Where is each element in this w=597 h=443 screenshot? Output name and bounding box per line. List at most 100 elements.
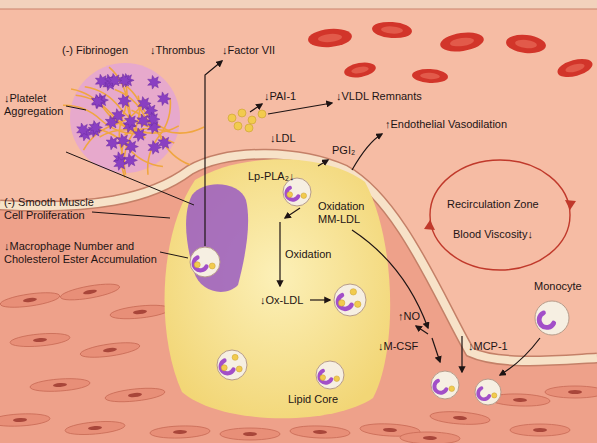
- red-blood-cell-center: [420, 72, 440, 79]
- lipid-droplet: [194, 262, 200, 268]
- cell-nucleus: [243, 432, 257, 436]
- ldl-particle: [248, 116, 256, 124]
- red-blood-cell-center: [351, 65, 369, 74]
- smooth-muscle-cell: [510, 424, 570, 436]
- annotation-label: ↓LDL: [270, 132, 296, 145]
- red-blood-cell: [439, 30, 485, 54]
- fibrin-strand: [129, 107, 193, 167]
- lipid-droplet: [492, 393, 497, 398]
- leader-line: [92, 212, 170, 218]
- lipid-droplet: [449, 386, 455, 392]
- cell-nucleus: [173, 430, 187, 434]
- red-blood-cell: [371, 21, 412, 40]
- cell-nucleus: [568, 390, 582, 394]
- platelet: [106, 136, 119, 150]
- cell-nucleus: [194, 258, 207, 271]
- red-blood-cell-center: [565, 62, 586, 74]
- annotation-label: ↓PAI-1: [264, 90, 296, 103]
- arrow: [285, 208, 300, 218]
- red-blood-cell: [307, 27, 352, 49]
- lipid-droplet: [287, 192, 293, 198]
- arrow: [268, 103, 332, 114]
- smooth-muscle-cell: [110, 303, 171, 321]
- annotation-label: ↓VLDL Remnants: [336, 90, 422, 103]
- platelet: [147, 112, 160, 126]
- platelet: [125, 115, 138, 129]
- node-label: Lipid Core: [288, 393, 338, 406]
- platelet: [125, 140, 138, 154]
- platelet: [118, 94, 131, 108]
- platelet: [133, 128, 146, 142]
- cell-nucleus: [13, 418, 27, 423]
- lipid-droplet: [320, 375, 326, 381]
- cell-nucleus: [103, 347, 117, 353]
- platelet: [158, 92, 171, 106]
- platelet: [77, 123, 90, 137]
- platelet: [148, 141, 161, 155]
- red-blood-cell: [343, 60, 377, 79]
- smooth-muscle-cell: [220, 428, 280, 440]
- cell-nucleus: [513, 398, 527, 402]
- arrow: [279, 222, 280, 286]
- cell-nucleus: [221, 361, 234, 374]
- lipid-droplet: [236, 366, 242, 372]
- arrow: [318, 160, 328, 166]
- macrophage: [475, 379, 501, 405]
- ldl-particle: [234, 122, 242, 130]
- lipid-droplet: [301, 193, 307, 199]
- cell-nucleus: [88, 425, 102, 430]
- leader-line: [160, 252, 188, 258]
- smooth-muscle-cell: [10, 331, 71, 348]
- red-blood-cell-center: [449, 36, 474, 47]
- arrow: [310, 299, 330, 300]
- annotation-label: ↓Thrombus: [150, 44, 205, 57]
- platelet: [95, 74, 108, 88]
- top-wall-edge: [0, 9, 597, 10]
- arrow: [250, 104, 262, 112]
- annotation-label: (-) Smooth Muscle Cell Proliferation: [4, 196, 96, 222]
- annotation-label: Lp-PLA₂↓: [248, 170, 294, 183]
- macrophage: [334, 284, 366, 316]
- lipid-droplet: [232, 354, 238, 360]
- lipid-droplet: [339, 300, 345, 306]
- macrophage: [431, 371, 459, 399]
- recirculation-zone: [430, 160, 570, 270]
- recirculation-arrow: [424, 220, 435, 230]
- thrombus: [62, 63, 205, 178]
- cell-nucleus: [478, 388, 489, 399]
- smooth-muscle-cell: [150, 425, 210, 439]
- platelet: [148, 75, 161, 89]
- annotation-label: Oxidation: [285, 248, 331, 261]
- macrophage: [190, 247, 220, 277]
- arrows: [205, 61, 540, 375]
- platelet: [138, 97, 151, 111]
- fibrin-strand: [108, 74, 172, 134]
- lipid-droplet: [221, 365, 227, 371]
- macrophage: [283, 178, 311, 206]
- red-blood-cell: [412, 68, 449, 84]
- lipid-droplet: [350, 289, 356, 295]
- cell-nucleus: [53, 383, 67, 388]
- macrophage: [535, 301, 569, 335]
- red-blood-cell: [505, 33, 547, 55]
- red-blood-cells: [307, 21, 594, 84]
- cell-nucleus: [453, 416, 467, 421]
- smooth-muscle-cell: [59, 281, 120, 303]
- vessel-wall: [0, 154, 597, 443]
- annotation-label: PGI₂: [332, 144, 355, 157]
- annotation-label: (-) Fibrinogen: [62, 44, 128, 57]
- red-blood-cell-center: [381, 26, 403, 35]
- red-blood-cell: [556, 56, 595, 81]
- smooth-muscle-cell: [430, 410, 491, 426]
- smooth-muscle-cell: [0, 412, 50, 427]
- platelet: [124, 153, 137, 167]
- annotation-label: ↓MCP-1: [468, 340, 508, 353]
- cell-nucleus: [33, 337, 47, 342]
- annotation-label: Oxidation MM-LDL: [318, 200, 380, 226]
- lipid-core: Lipid Core: [160, 150, 395, 422]
- cell-nucleus: [286, 188, 298, 200]
- annotation-label: Monocyte: [534, 280, 582, 293]
- annotation-label: ↑Endothelial Vasodilation: [385, 118, 507, 131]
- cell-nucleus: [383, 428, 397, 433]
- annotation-label: ↓Platelet Aggregation: [4, 92, 66, 118]
